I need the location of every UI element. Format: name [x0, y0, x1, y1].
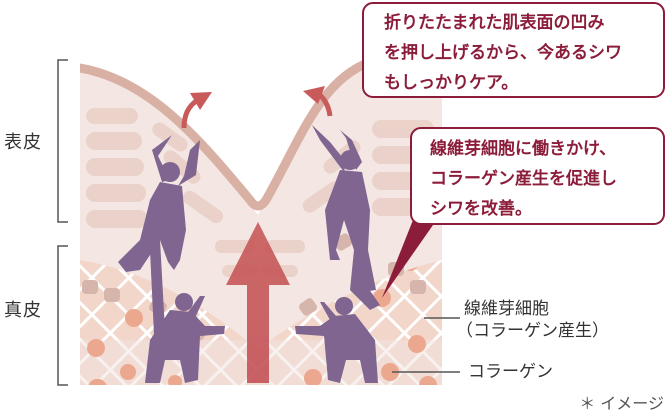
- figure-top-right: [312, 125, 380, 310]
- fibroblast-dots: [87, 253, 437, 385]
- fibroblast-note: （コラーゲン産生）: [456, 321, 609, 341]
- epidermis-bracket: [57, 59, 68, 223]
- callout-line: 折りたたまれた肌表面の凹み: [384, 13, 605, 33]
- worker-figures: [118, 125, 380, 383]
- dermis-label: 真皮: [4, 300, 42, 321]
- curve-arrow-left-icon: [181, 97, 200, 129]
- dermis-bracket: [57, 245, 68, 386]
- callout-line: コラーゲン産生を促進し: [430, 169, 617, 189]
- collagen-label: コラーゲン: [468, 362, 553, 382]
- callout-line: を押し上げるから、今あるシワ: [384, 43, 622, 63]
- figure-bottom-left: [145, 293, 225, 383]
- epidermis-cells: [86, 108, 434, 277]
- callout-line: シワを改善。: [430, 199, 532, 219]
- fibroblast-label: 線維芽細胞: [464, 299, 549, 319]
- fibroblast-legend: 線維芽細胞 （コラーゲン産生）: [456, 298, 609, 342]
- skin-surface: [80, 57, 375, 211]
- callout-surface: 折りたたまれた肌表面の凹み を押し上げるから、今あるシワ もしっかりケア。: [362, 2, 665, 98]
- callout-fibroblast: 線維芽細胞に働きかけ、 コラーゲン産生を促進し シワを改善。: [410, 127, 665, 225]
- push-up-arrow: [226, 222, 290, 383]
- figure-bottom-right: [295, 297, 378, 383]
- image-note: ＊ イメージ: [579, 394, 664, 413]
- epidermis-label: 表皮: [4, 132, 42, 153]
- callout-pointer: [382, 215, 440, 298]
- callout-line: もしっかりケア。: [384, 73, 519, 93]
- callout-line: 線維芽細胞に働きかけ、: [430, 139, 617, 159]
